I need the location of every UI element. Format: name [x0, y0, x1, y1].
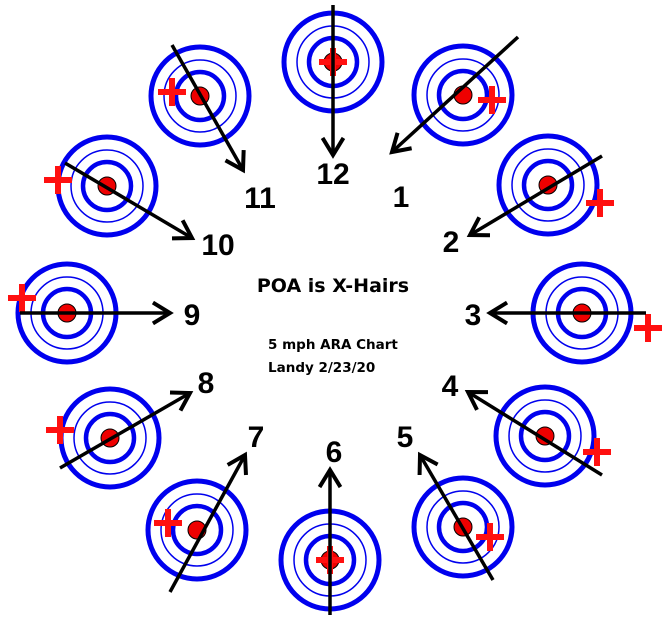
middle-ring [511, 148, 585, 222]
clock-label: 11 [244, 182, 276, 215]
arrow-head-icon [417, 451, 439, 476]
target-9-oclock: 9 [8, 261, 201, 365]
middle-ring [163, 59, 237, 133]
middle-ring [73, 401, 147, 475]
chart-title: POA is X-Hairs [257, 275, 409, 297]
middle-ring [160, 493, 234, 567]
poa-crosshair-v [487, 523, 493, 551]
arrow-head-icon [224, 149, 246, 174]
target-8-oclock: 8 [46, 367, 215, 490]
arrow-shaft [170, 44, 245, 171]
inner-ring [436, 68, 490, 122]
clock-label: 2 [443, 226, 460, 259]
arrow-head-icon [226, 451, 248, 476]
middle-ring [508, 399, 582, 473]
arrow-shaft [64, 161, 193, 240]
arrow-head-icon [320, 136, 346, 159]
clock-label: 4 [442, 370, 459, 403]
clock-label: 12 [316, 158, 349, 191]
target-2-oclock: 2 [443, 133, 614, 259]
chart-subtitle: 5 mph ARA Chart [268, 337, 398, 353]
poa-crosshair-v [489, 86, 495, 114]
poa-crosshair-v [645, 314, 651, 342]
clock-label: 1 [393, 181, 410, 214]
poa-crosshair-v [57, 416, 63, 444]
target-10-oclock: 10 [44, 134, 235, 262]
inner-ring [83, 411, 137, 465]
arrow-head-icon [317, 466, 343, 489]
clock-label: 8 [198, 367, 215, 400]
middle-ring [70, 149, 144, 223]
clock-label: 10 [201, 229, 234, 262]
arrow-shaft [418, 454, 495, 581]
target-4-oclock: 4 [442, 370, 611, 488]
target-6-oclock: 6 [278, 436, 382, 615]
poa-crosshair-v [55, 166, 61, 194]
arrow-head-icon [486, 300, 509, 326]
clock-label: 3 [465, 299, 482, 332]
clock-label: 6 [326, 436, 343, 469]
target-3-oclock: 3 [465, 261, 662, 365]
target-12-oclock: 12 [281, 5, 385, 191]
poa-crosshair-v [169, 78, 175, 106]
arrow-shaft [469, 154, 603, 237]
inner-ring [521, 158, 575, 212]
arrow-shaft [59, 391, 191, 470]
arrow-head-icon [389, 132, 413, 155]
arrow-head-icon [466, 216, 491, 238]
arrow-shaft [168, 454, 247, 593]
poa-crosshair-v [597, 189, 603, 217]
arrow-head-icon [464, 389, 489, 411]
clock-label: 5 [397, 421, 414, 454]
poa-crosshair-v [594, 438, 600, 466]
inner-ring [170, 503, 224, 557]
target-11-oclock: 11 [148, 44, 276, 215]
target-1-oclock: 1 [389, 35, 520, 214]
target-7-oclock: 7 [145, 421, 265, 593]
chart-author-date: Landy 2/23/20 [268, 360, 375, 376]
arrow-shaft [467, 390, 603, 477]
inner-ring [518, 409, 572, 463]
arrow-head-icon [151, 300, 174, 326]
arrow-head-icon [171, 219, 196, 241]
target-5-oclock: 5 [397, 421, 515, 581]
poa-crosshair-v [165, 509, 171, 537]
clock-label: 9 [184, 299, 201, 332]
inner-ring [173, 69, 227, 123]
arrow-head-icon [169, 390, 194, 412]
middle-ring [426, 58, 500, 132]
inner-ring [80, 159, 134, 213]
arrow-shaft [390, 35, 520, 154]
middle-ring [426, 490, 500, 564]
clock-label: 7 [248, 421, 265, 454]
poa-crosshair-v [19, 284, 25, 312]
